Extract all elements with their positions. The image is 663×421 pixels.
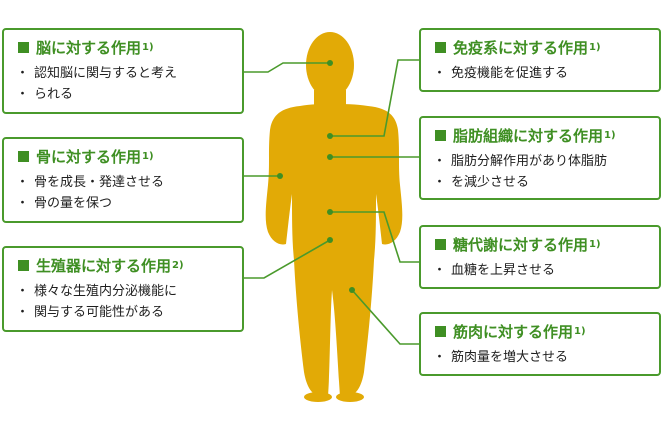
connector-reproductive: [244, 239, 331, 279]
connector-dots: [277, 60, 355, 293]
list-item: 様々な生殖内分泌機能に: [16, 281, 232, 302]
card-title-text: 骨に対する作用: [36, 148, 142, 166]
list-item: を減少させる: [433, 172, 649, 193]
square-bullet-icon: [435, 42, 446, 53]
list-item: 筋肉量を増大させる: [433, 347, 649, 368]
list-item: 脂肪分解作用があり体脂肪: [433, 151, 649, 172]
reference-mark: 2): [172, 260, 184, 271]
reference-mark: 1): [142, 151, 154, 162]
list-item: 免疫機能を促進する: [433, 63, 649, 84]
reference-mark: 1): [589, 42, 601, 53]
connector-brain: [244, 62, 330, 73]
card-items: 様々な生殖内分泌機能に 関与する可能性がある: [16, 281, 232, 323]
card-items: 免疫機能を促進する: [433, 63, 649, 84]
card-title-text: 免疫系に対する作用: [453, 39, 589, 57]
reference-mark: 1): [574, 326, 586, 337]
card-title-text: 糖代謝に対する作用: [453, 236, 589, 254]
card-title-text: 脳に対する作用: [36, 39, 142, 57]
square-bullet-icon: [18, 42, 29, 53]
list-item: 認知脳に関与すると考え: [16, 63, 232, 84]
connector-muscle: [351, 289, 419, 345]
connector-glucose: [330, 211, 419, 263]
list-item: 骨を成長・発達させる: [16, 172, 232, 193]
connector-lines: [244, 59, 419, 345]
square-bullet-icon: [18, 260, 29, 271]
reference-mark: 1): [142, 42, 154, 53]
connector-immune: [330, 59, 419, 137]
reference-mark: 1): [589, 239, 601, 250]
card-title-text: 脂肪組織に対する作用: [453, 127, 604, 145]
card-items: 脂肪分解作用があり体脂肪 を減少させる: [433, 151, 649, 193]
card-title-text: 筋肉に対する作用: [453, 323, 574, 341]
list-item: 関与する可能性がある: [16, 302, 232, 323]
square-bullet-icon: [18, 151, 29, 162]
card-items: 血糖を上昇させる: [433, 260, 649, 281]
list-item: られる: [16, 84, 232, 105]
card-title-text: 生殖器に対する作用: [36, 257, 172, 275]
list-item: 骨の量を保つ: [16, 193, 232, 214]
card-items: 認知脳に関与すると考え られる: [16, 63, 232, 105]
reference-mark: 1): [604, 130, 616, 141]
square-bullet-icon: [435, 239, 446, 250]
list-item: 血糖を上昇させる: [433, 260, 649, 281]
square-bullet-icon: [435, 326, 446, 337]
square-bullet-icon: [435, 130, 446, 141]
card-items: 骨を成長・発達させる 骨の量を保つ: [16, 172, 232, 214]
human-body-silhouette: [265, 32, 403, 402]
card-items: 筋肉量を増大させる: [433, 347, 649, 368]
